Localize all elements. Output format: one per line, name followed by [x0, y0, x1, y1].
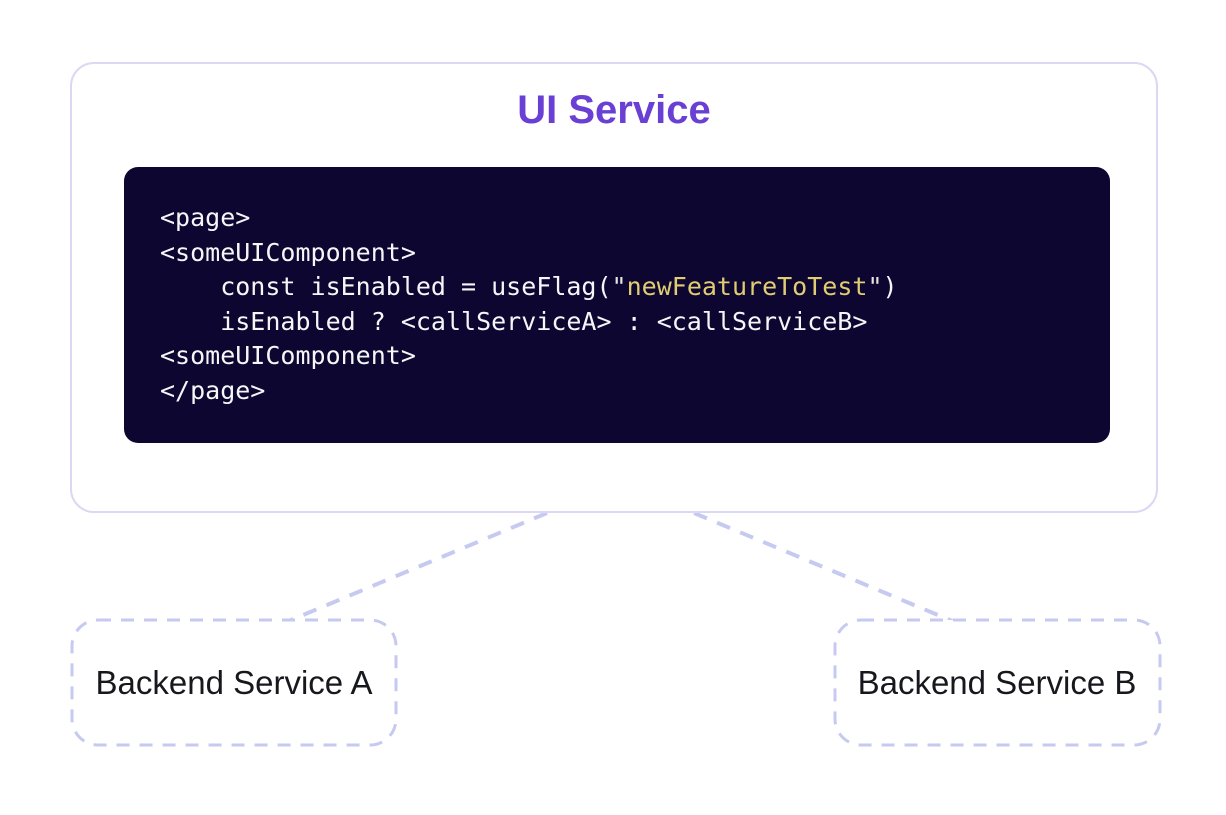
code-snippet: <page> <someUIComponent> const isEnabled … [124, 167, 1110, 443]
backend-service-a-label: Backend Service A [95, 663, 373, 701]
code-line: <someUIComponent> [160, 237, 416, 267]
code-line: isEnabled ? <callServiceA> : <callServic… [160, 306, 868, 336]
backend-service-b-label: Backend Service B [857, 663, 1137, 701]
code-line: <page> [160, 203, 251, 232]
connector-to-service-b [693, 511, 958, 625]
ui-service-title: UI Service [517, 88, 711, 132]
ui-service-card: UI Service <page> <someUIComponent> const… [70, 62, 1158, 513]
connector-to-service-a [283, 511, 548, 625]
code-line: </page> [160, 375, 266, 405]
code-line: const isEnabled = useFlag("newFeatureToT… [160, 272, 898, 302]
code-line: <someUIComponent> [160, 341, 416, 371]
